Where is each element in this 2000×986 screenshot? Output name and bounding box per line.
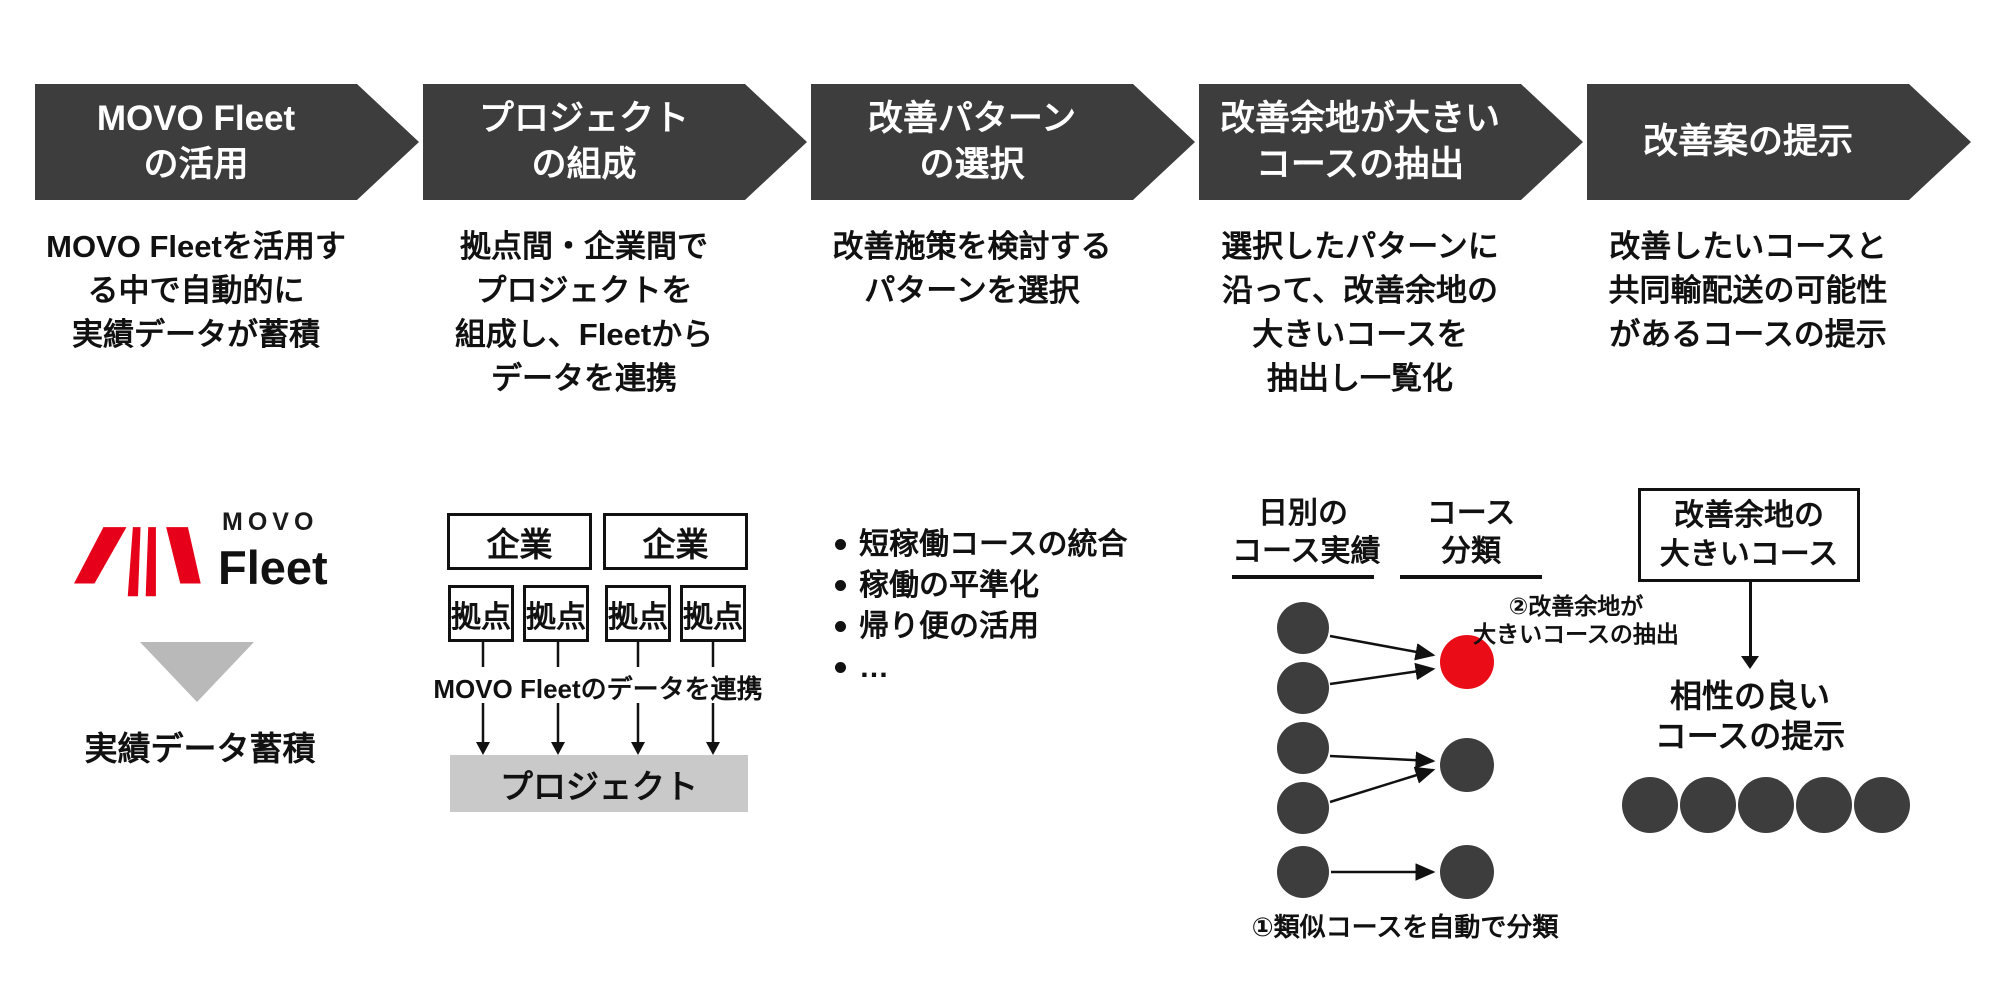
down-triangle-icon	[140, 642, 254, 702]
bullet-dot-icon	[835, 580, 846, 591]
movo-brand-text: MOVO	[222, 508, 319, 536]
step-title-line: の選択	[919, 145, 1025, 184]
extraction-annotation: ②改善余地が 大きいコースの抽出	[1458, 592, 1694, 648]
annotation-line: ②改善余地が	[1508, 593, 1644, 619]
desc-line: 組成し、Fleetから	[454, 317, 714, 352]
step-description-4: 選択したパターンに 沿って、改善余地の 大きいコースを 抽出し一覧化	[1170, 225, 1550, 401]
daily-course-node	[1277, 846, 1329, 898]
step-header-3: 改善パターン の選択	[811, 84, 1195, 200]
label-line: コースの提示	[1654, 718, 1846, 754]
step-title-line: 改善パターン	[867, 99, 1077, 138]
course-dot	[1680, 777, 1736, 833]
step-description-2: 拠点間・企業間で プロジェクトを 組成し、Fleetから データを連携	[394, 225, 774, 401]
box-line: 改善余地の	[1674, 499, 1824, 532]
proposal-panel: 改善余地の 大きいコース 相性の良い コースの提示	[1600, 488, 1930, 868]
down-arrow-head-icon	[1741, 656, 1759, 669]
movo-logo-icon	[74, 527, 201, 597]
daily-course-node	[1277, 662, 1329, 714]
compatible-course-label: 相性の良い コースの提示	[1600, 676, 1900, 756]
step-title-line: 改善余地が大きい	[1219, 99, 1500, 138]
label-line: 相性の良い	[1669, 678, 1830, 714]
desc-line: 大きいコースを	[1252, 317, 1468, 352]
desc-line: 改善施策を検討する	[832, 229, 1112, 264]
extraction-panel: 日別の コース実績 コース 分類 ②改善余地が 大きいコースの抽出	[1230, 495, 1690, 965]
header-line: 日別の	[1258, 497, 1348, 530]
header-line: コース	[1426, 497, 1516, 530]
bullet-item: …	[835, 647, 1180, 688]
desc-line: 実績データが蓄積	[72, 317, 320, 352]
step-title-line: 改善案の提示	[1642, 122, 1853, 161]
course-class-node	[1440, 845, 1494, 899]
desc-line: プロジェクトを	[475, 273, 693, 308]
fleet-panel: MOVO Fleet 実績データ蓄積	[40, 500, 380, 790]
desc-line: 選択したパターンに	[1221, 229, 1499, 264]
daily-course-node	[1277, 722, 1329, 774]
improvable-course-box: 改善余地の 大きいコース	[1638, 488, 1860, 582]
project-panel: 企業 企業 拠点 拠点 拠点 拠点 MOVO Fleetのデータを連携 プロジェ…	[433, 505, 763, 817]
desc-line: 改善したいコースと	[1609, 229, 1887, 264]
bullet-text: 短稼働コースの統合	[859, 528, 1128, 561]
desc-line: 拠点間・企業間で	[460, 229, 708, 264]
step-header-1: MOVO Fleet の活用	[35, 84, 419, 200]
site-box: 拠点	[605, 585, 671, 642]
desc-line: 沿って、改善余地の	[1222, 273, 1498, 308]
bullet-item: 帰り便の活用	[835, 606, 1180, 647]
daily-course-node	[1277, 602, 1329, 654]
bullet-dot-icon	[835, 662, 846, 673]
course-dot	[1622, 777, 1678, 833]
step-header-2: プロジェクト の組成	[423, 84, 807, 200]
course-dot	[1738, 777, 1794, 833]
down-arrow-line	[1749, 582, 1752, 658]
desc-line: MOVO Fleetを活用す	[46, 229, 346, 264]
desc-line: る中で自動的に	[87, 273, 305, 308]
header-line: 分類	[1441, 535, 1501, 568]
step-title-line: の組成	[531, 145, 637, 184]
step-header-5: 改善案の提示	[1587, 84, 1971, 200]
pattern-bullet-list: 短稼働コースの統合 稼働の平準化 帰り便の活用 …	[835, 524, 1180, 688]
site-box: 拠点	[523, 585, 589, 642]
bullet-text: …	[859, 651, 889, 684]
course-class-node	[1440, 738, 1494, 792]
cluster-footnote: ①類似コースを自動で分類	[1251, 912, 1559, 942]
company-box: 企業	[447, 513, 592, 570]
site-box: 拠点	[680, 585, 746, 642]
bullet-dot-icon	[835, 621, 846, 632]
course-dot	[1796, 777, 1852, 833]
daily-course-header: 日別の コース実績	[1232, 495, 1381, 579]
project-box: プロジェクト	[450, 755, 748, 812]
course-dot	[1854, 777, 1910, 833]
fleet-product-text: Fleet	[218, 541, 328, 594]
fleet-caption: 実績データ蓄積	[84, 730, 316, 767]
annotation-line: 大きいコースの抽出	[1473, 621, 1679, 647]
highlighted-course-node	[1440, 635, 1494, 689]
step-title-line: プロジェクト	[478, 99, 689, 138]
site-box: 拠点	[448, 585, 514, 642]
step-description-1: MOVO Fleetを活用す る中で自動的に 実績データが蓄積	[6, 225, 386, 357]
cluster-graph	[1277, 602, 1494, 899]
box-line: 大きいコース	[1659, 538, 1839, 571]
company-box: 企業	[603, 513, 748, 570]
step-header-4: 改善余地が大きい コースの抽出	[1199, 84, 1583, 200]
step-title-line: の活用	[143, 145, 249, 184]
header-line: コース実績	[1232, 535, 1381, 568]
step-description-3: 改善施策を検討する パターンを選択	[782, 225, 1162, 313]
data-link-caption: MOVO Fleetのデータを連携	[433, 674, 763, 704]
bullet-text: 帰り便の活用	[859, 610, 1039, 643]
course-class-header: コース 分類	[1400, 495, 1542, 579]
desc-line: があるコースの提示	[1609, 317, 1887, 352]
step-description-5: 改善したいコースと 共同輸配送の可能性 があるコースの提示	[1558, 225, 1938, 357]
data-flow-arrows	[476, 642, 720, 755]
step-title-line: コースの抽出	[1255, 145, 1465, 184]
desc-line: パターンを選択	[864, 273, 1080, 308]
desc-line: 共同輸配送の可能性	[1608, 273, 1888, 308]
step-title-line: MOVO Fleet	[96, 99, 296, 138]
desc-line: 抽出し一覧化	[1267, 361, 1453, 396]
daily-course-node	[1277, 782, 1329, 834]
bullet-item: 短稼働コースの統合	[835, 524, 1180, 565]
desc-line: データを連携	[491, 361, 677, 396]
bullet-dot-icon	[835, 539, 846, 550]
bullet-item: 稼働の平準化	[835, 565, 1180, 606]
bullet-text: 稼働の平準化	[859, 569, 1039, 602]
